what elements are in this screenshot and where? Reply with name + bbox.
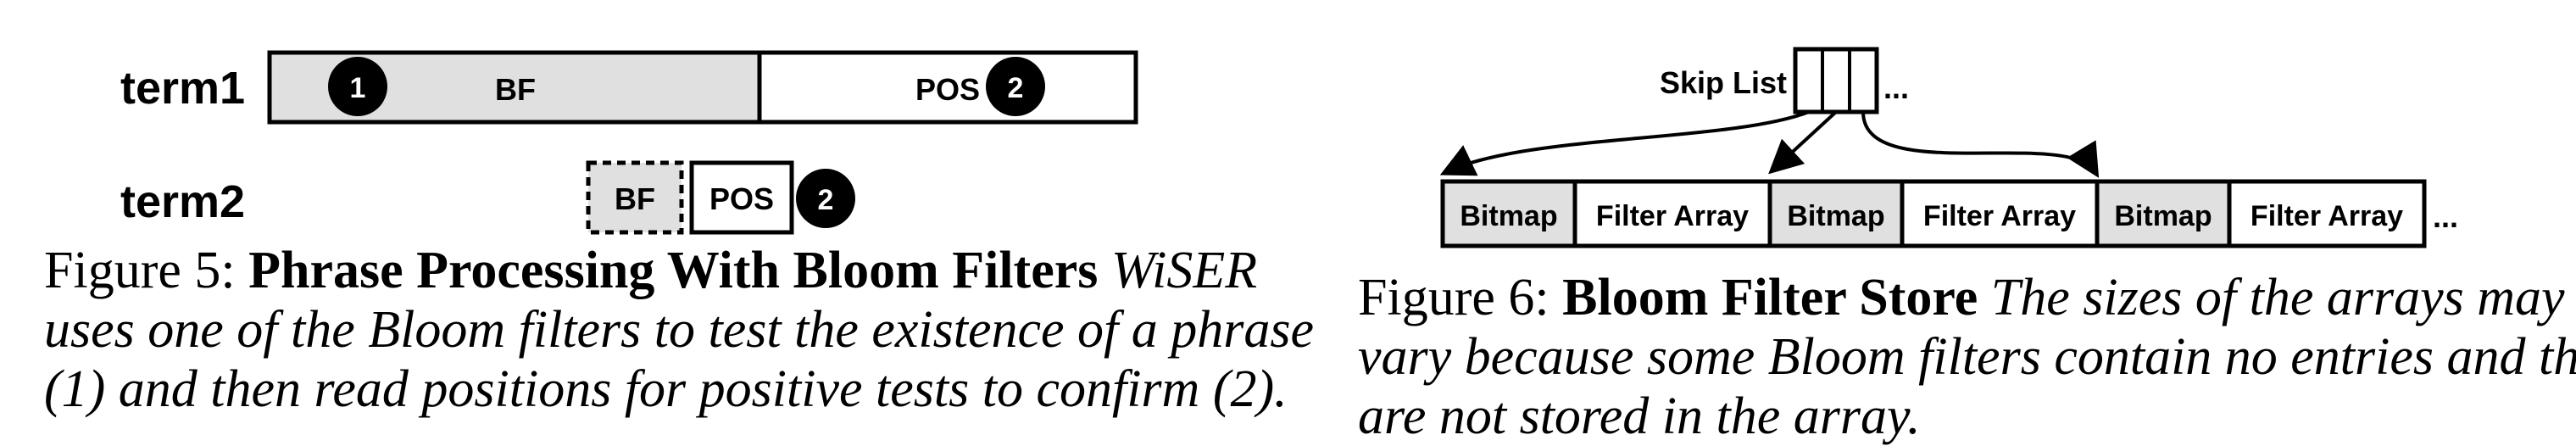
store-ellipsis: ... <box>2433 199 2458 234</box>
figure6-caption-body: are not stored in the array. <box>1358 387 1921 445</box>
term1-label: term1 <box>120 63 245 114</box>
marker-1-number: 1 <box>350 72 366 104</box>
store-cell-label: Filter Array <box>1923 200 2076 232</box>
figure6-diagram: Skip List ... Bitmap Filter Array Bitmap… <box>1439 47 2458 248</box>
term1-marker-2-circle <box>986 57 1045 116</box>
term2-bf-label: BF <box>615 181 655 216</box>
figure6-caption: Figure 6: Bloom Filter Store The sizes o… <box>1358 268 2576 446</box>
term2-marker-2-number: 2 <box>818 184 834 216</box>
figure5-caption-line1: Figure 5: Phrase Processing With Bloom F… <box>44 241 1314 300</box>
figure6-caption-body: vary because some Bloom filters contain … <box>1358 328 2576 386</box>
figure6-caption-prefix: Figure 6: <box>1358 269 1563 326</box>
term1-pos-label: POS <box>915 72 980 107</box>
store-cell-label: Filter Array <box>2251 200 2403 232</box>
store-cell-bitmap <box>2095 179 2232 248</box>
figure6-caption-title: Bloom Filter Store <box>1562 269 1978 326</box>
term2-label: term2 <box>120 176 245 227</box>
skip-list-ellipsis: ... <box>1883 70 1909 105</box>
store-cell-label: Filter Array <box>1596 200 1749 232</box>
figure5-diagram: term1 BF POS 1 2 term2 BF POS 2 <box>120 50 1138 235</box>
store-cell-label: Bitmap <box>1460 200 1557 232</box>
figure5-caption-title: Phrase Processing With Bloom Filters <box>248 242 1099 299</box>
figure5-caption: Figure 5: Phrase Processing With Bloom F… <box>44 241 1314 419</box>
term1-pos-box <box>757 50 1138 125</box>
figure5-caption-body: WiSER <box>1110 242 1258 299</box>
skip-arrow-2 <box>1768 110 1838 175</box>
term2-bf-box-dashed <box>586 160 684 235</box>
store-cell-label: Bitmap <box>2114 200 2212 232</box>
term2-pos-label: POS <box>709 181 774 216</box>
term2-pos-box <box>689 160 794 235</box>
skip-list-box <box>1793 47 1879 114</box>
marker-1-circle <box>328 57 387 116</box>
term2-marker-2-circle <box>796 169 855 228</box>
term1-bf-label: BF <box>495 72 536 107</box>
figure5-caption-body: (1) and then read positions for positive… <box>44 360 1288 418</box>
figure5-caption-body: uses one of the Bloom filters to test th… <box>44 301 1315 359</box>
figure5-caption-prefix: Figure 5: <box>44 242 249 299</box>
figure6-caption-line1: Figure 6: Bloom Filter Store The sizes o… <box>1358 268 2576 327</box>
store-cell-label: Bitmap <box>1787 200 1884 232</box>
skip-list-label: Skip List <box>1660 65 1787 100</box>
skip-arrow-3 <box>1861 111 2100 178</box>
store-cell-filter-array <box>2227 179 2427 248</box>
figure6-caption-body: The sizes of the arrays may <box>1990 269 2565 326</box>
skip-arrow-1 <box>1439 110 1810 176</box>
term1-marker-2-number: 2 <box>1008 72 1024 104</box>
